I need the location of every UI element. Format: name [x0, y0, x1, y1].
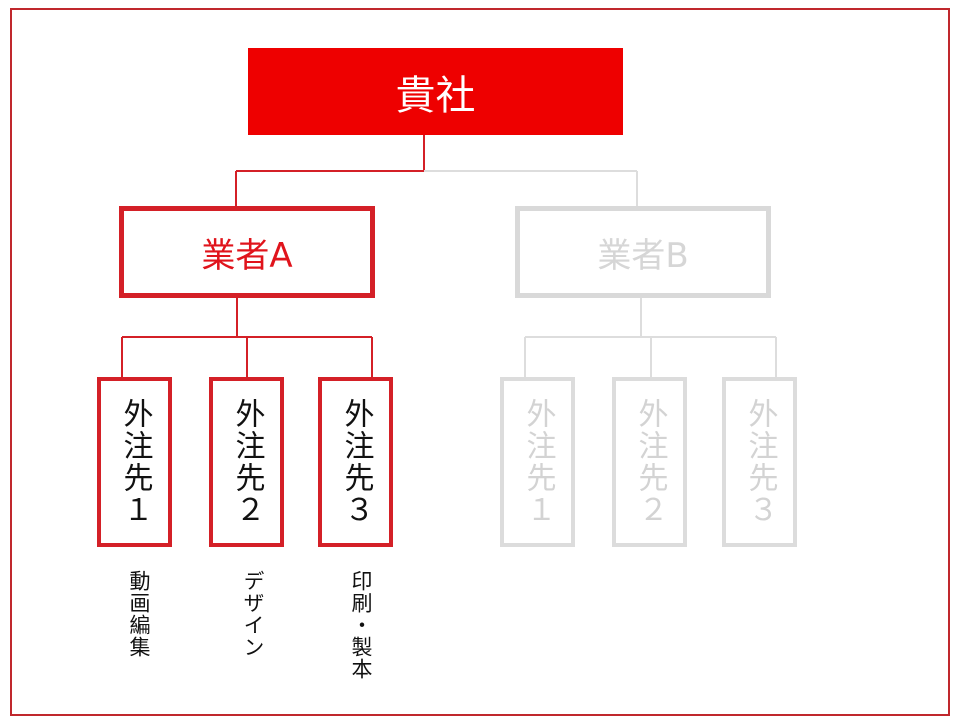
vendor-b-subcontractor-3: 外注先３ [722, 377, 797, 547]
vendor-b-node: 業者B [515, 206, 771, 298]
subcontractor-1-note: 動画編集 [127, 570, 151, 658]
vendor-a-subcontractor-2: 外注先２ [209, 377, 284, 547]
vendor-a-node: 業者A [119, 206, 375, 298]
subcontractor-label: 外注先１ [117, 398, 153, 526]
vendor-a-subcontractor-1: 外注先１ [97, 377, 172, 547]
subcontractor-label: 外注先３ [742, 398, 778, 526]
vendor-a-label: 業者A [201, 235, 293, 276]
root-label: 貴社 [395, 72, 476, 119]
subcontractor-label: 外注先２ [229, 398, 265, 526]
subcontractor-label: 外注先１ [520, 398, 556, 526]
vendor-b-subcontractor-1: 外注先１ [500, 377, 575, 547]
root-node: 貴社 [248, 48, 623, 135]
subcontractor-label: 外注先２ [632, 398, 668, 526]
subcontractor-label: 外注先３ [338, 398, 374, 526]
vendor-b-label: 業者B [597, 235, 689, 276]
vendor-b-subcontractor-2: 外注先２ [612, 377, 687, 547]
subcontractor-3-note: 印刷・製本 [349, 570, 373, 680]
subcontractor-2-note: デザイン [241, 570, 265, 658]
diagram-frame [10, 8, 950, 716]
vendor-a-subcontractor-3: 外注先３ [318, 377, 393, 547]
